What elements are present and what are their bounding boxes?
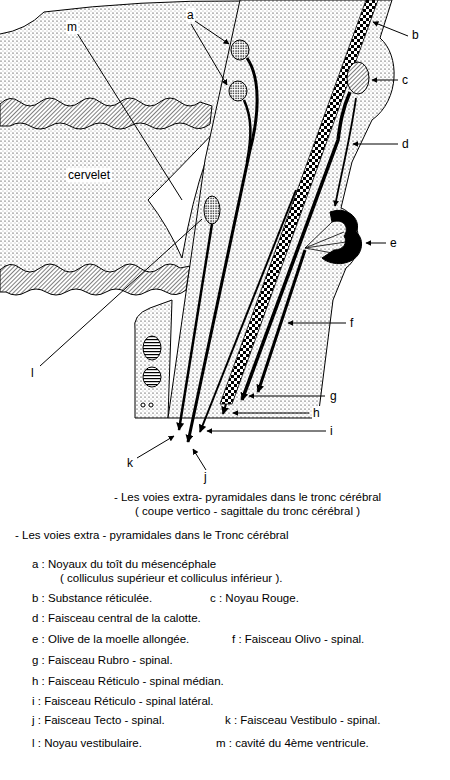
leader-line xyxy=(288,323,346,324)
leader-line xyxy=(137,436,174,458)
legend-text: i : Faisceau Réticulo - spinal latéral. xyxy=(32,694,214,708)
cerebellar-folia xyxy=(0,98,212,129)
legend-text: a : Noyaux du toît du mésencéphale xyxy=(32,557,216,571)
small-circle xyxy=(149,403,153,407)
red-nucleus xyxy=(347,62,369,94)
leader-line xyxy=(191,24,227,85)
callout-letter: a xyxy=(186,8,195,22)
vestibulospinal-tract xyxy=(179,224,212,430)
callout-letter: l xyxy=(30,366,35,380)
callout-letter: e xyxy=(389,236,398,250)
leader-line xyxy=(193,449,206,470)
inferior-olive xyxy=(322,210,362,263)
small-circle xyxy=(141,403,145,407)
callout-letter: i xyxy=(329,424,334,438)
leader-line xyxy=(249,396,325,397)
legend-text: c : Noyau Rouge. xyxy=(210,591,299,605)
callout-letter: f xyxy=(349,316,354,330)
legend-text: j : Faisceau Tecto - spinal. xyxy=(32,713,165,727)
callout-letter: d xyxy=(401,137,410,151)
tectospinal-tract xyxy=(244,100,250,162)
tectal-nucleus xyxy=(231,40,249,60)
legend-text: l : Noyau vestibulaire. xyxy=(32,736,142,750)
striped-nucleus xyxy=(143,367,161,387)
leader-line xyxy=(40,219,202,366)
callout-letter: m xyxy=(66,20,78,34)
rubrospinal-tract xyxy=(242,92,350,400)
central-tegmental-tract xyxy=(335,98,356,206)
legend-text: ( colliculus supérieur et colliculus inf… xyxy=(60,571,282,585)
callout-letter: j xyxy=(203,470,208,484)
figure-caption: - Les voies extra- pyramidales dans le t… xyxy=(112,490,383,518)
legend-text: b : Substance réticulée. xyxy=(32,591,152,605)
leader-line xyxy=(366,243,386,244)
tectum-outline xyxy=(0,1,240,34)
leader-line xyxy=(353,144,398,145)
tectal-nucleus xyxy=(229,81,247,101)
legend-text: e : Olive de la moelle allongée. xyxy=(32,632,189,646)
vestibular-nucleus xyxy=(204,196,220,224)
callout-letter: b xyxy=(411,28,420,42)
leader-lines xyxy=(40,21,408,470)
callout-letter: g xyxy=(329,389,338,403)
brainstem-outline xyxy=(168,0,394,418)
leader-line xyxy=(195,21,229,44)
reticulospinal-medial-arrow xyxy=(223,404,226,414)
leader-line xyxy=(372,80,398,81)
legend-text: f : Faisceau Olivo - spinal. xyxy=(232,632,364,646)
callout-letter: k xyxy=(126,456,134,470)
legend-text: k : Faisceau Vestibulo - spinal. xyxy=(225,713,380,727)
leader-line xyxy=(373,22,408,36)
legend-text: d : Faisceau central de la calotte. xyxy=(32,611,201,625)
callout-letter: c xyxy=(401,73,409,87)
olive-fibres xyxy=(305,222,346,254)
striped-nucleus xyxy=(143,336,161,360)
olivospinal-tract xyxy=(258,250,305,392)
medulla-strip xyxy=(135,300,172,418)
legend-text: m : cavité du 4ème ventricule. xyxy=(216,736,369,750)
reticular-band xyxy=(220,0,378,404)
legend-text: - Les voies extra - pyramidales dans le … xyxy=(15,528,289,542)
leader-line xyxy=(233,413,309,414)
legend-text: h : Faisceau Réticulo - spinal médian. xyxy=(32,674,224,688)
cerebellar-folia xyxy=(0,264,190,295)
legend-text: g : Faisceau Rubro - spinal. xyxy=(32,653,173,667)
callout-letter: h xyxy=(312,406,321,420)
leader-line xyxy=(207,431,326,432)
region-label: cervelet xyxy=(66,168,112,182)
